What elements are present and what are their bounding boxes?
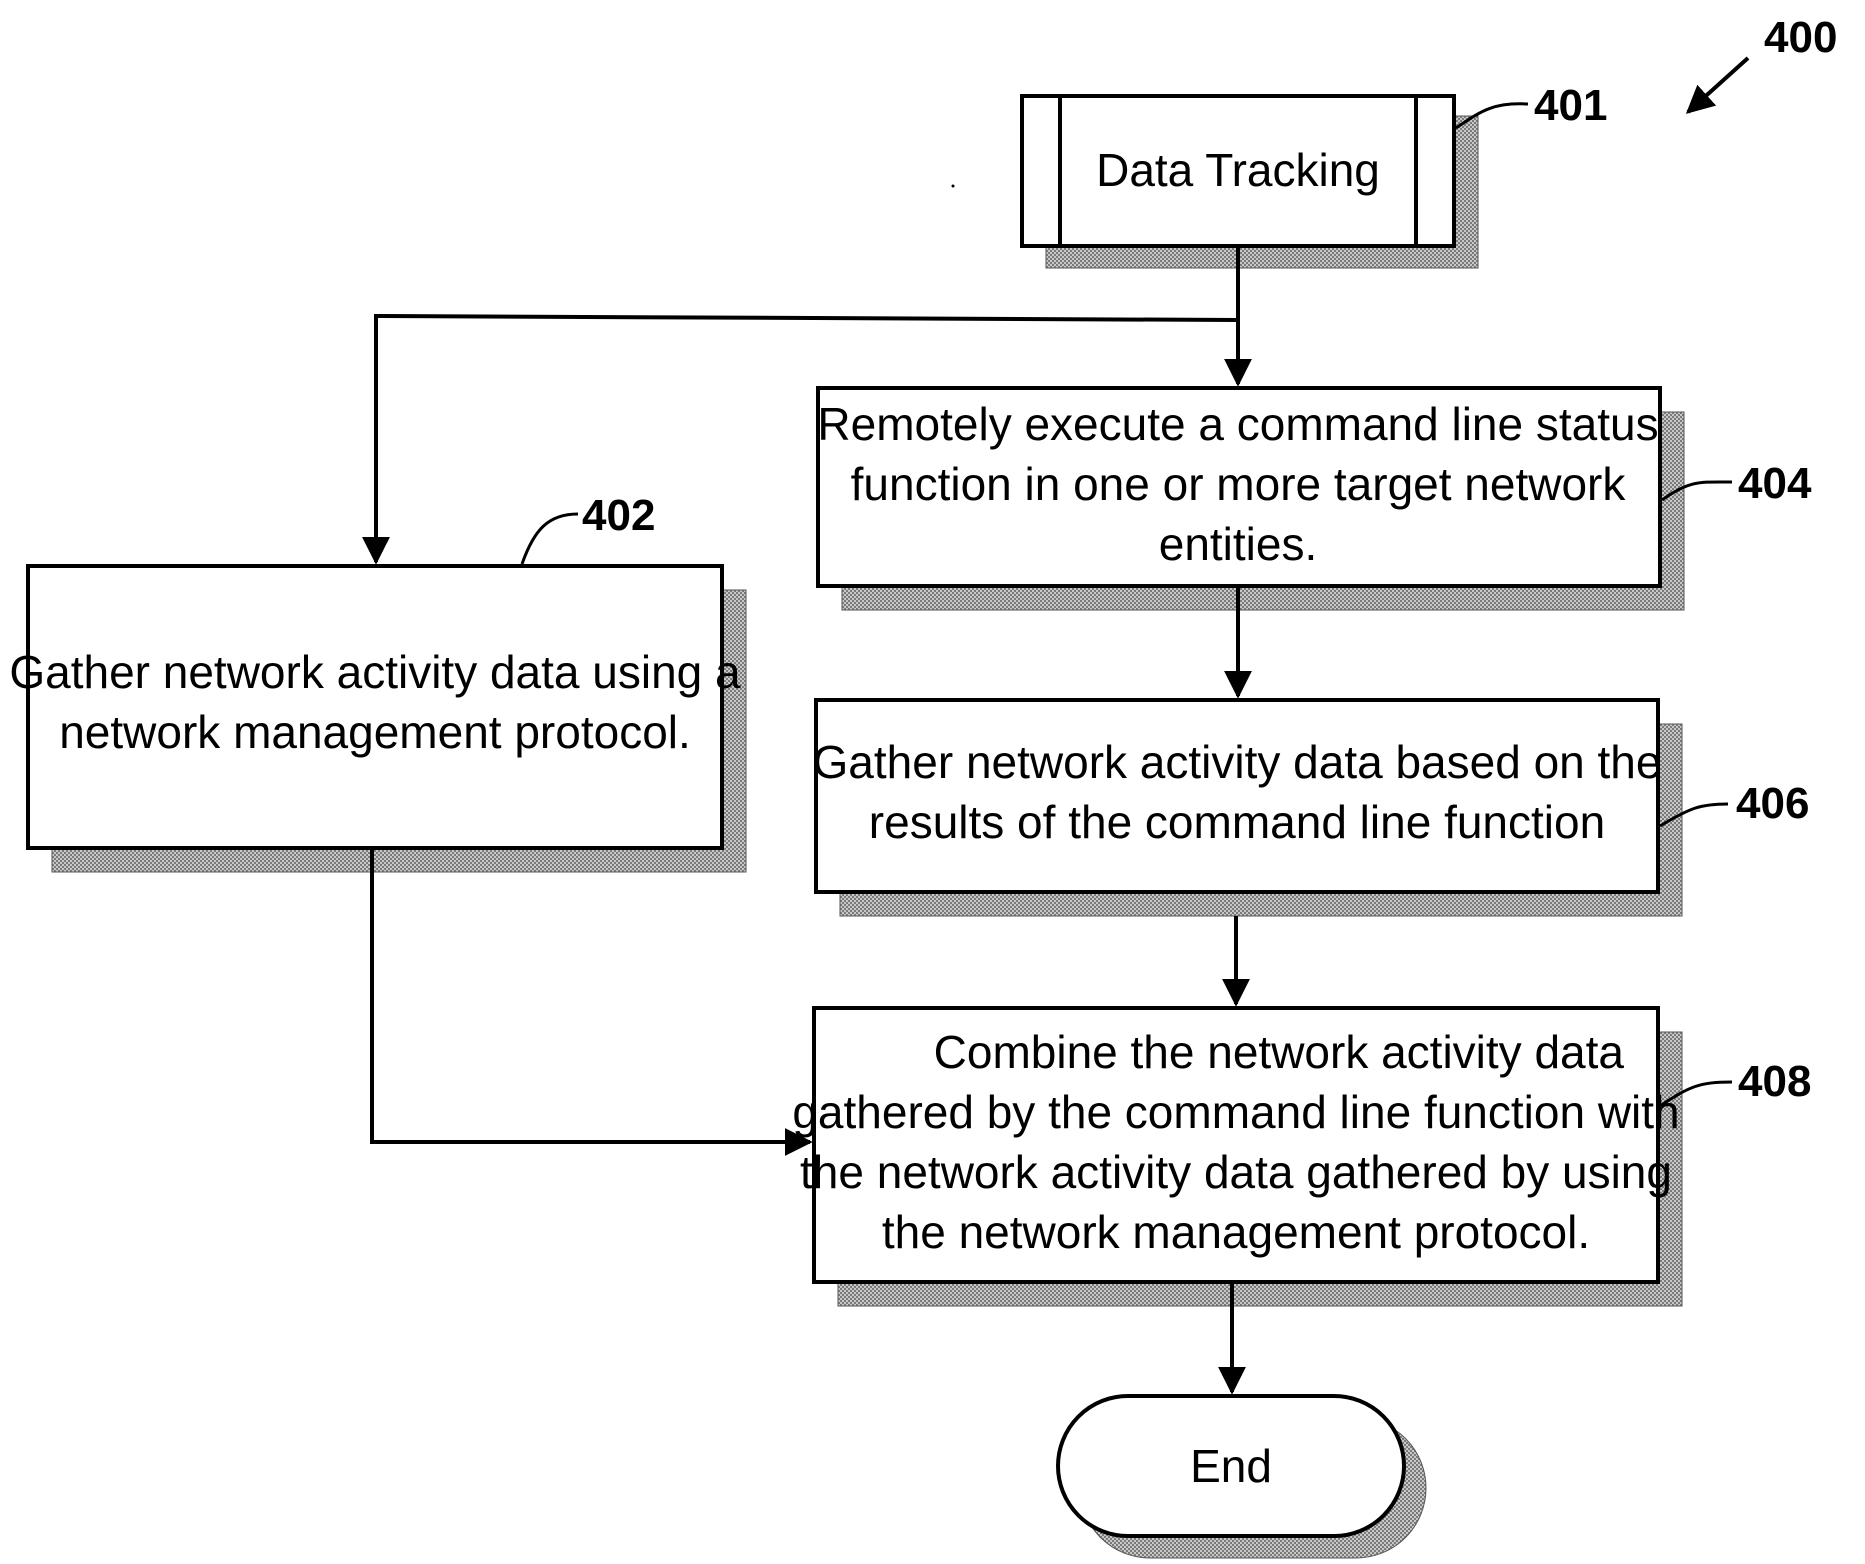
node-label: End [1190, 1440, 1272, 1492]
node-label-line-1: Combine the network activity data [934, 1026, 1625, 1078]
ref-leader-line [522, 514, 578, 564]
node-label-line-1: Gather network activity data using a [9, 646, 741, 698]
figure-reference: 400 [1688, 13, 1837, 112]
node-label-line-2: function in one or more target network [851, 458, 1627, 510]
ref-label: 401 [1534, 81, 1607, 130]
ref-408: 408 [1660, 1057, 1811, 1106]
node-label-line-2: network management protocol. [59, 706, 691, 758]
ref-label: 404 [1738, 459, 1812, 508]
ref-label: 408 [1738, 1057, 1811, 1106]
node-label-line-1: Remotely execute a command line status [817, 398, 1658, 450]
scan-dot [952, 185, 955, 188]
node-label-line-2: gathered by the command line function wi… [792, 1086, 1679, 1138]
ref-label: 406 [1736, 779, 1809, 828]
figure-ref-label: 400 [1764, 13, 1837, 62]
node-gather-nmp: Gather network activity data using a net… [9, 566, 746, 872]
node-label-line-1: Gather network activity data based on th… [813, 736, 1662, 788]
node-data-tracking: Data Tracking [1022, 96, 1478, 268]
node-remote-execute: Remotely execute a command line status f… [817, 388, 1684, 610]
node-label-line-3: the network activity data gathered by us… [800, 1146, 1672, 1198]
node-label-line-4: the network management protocol. [882, 1206, 1590, 1258]
node-label-line-3: entities. [1159, 518, 1318, 570]
node-label: Data Tracking [1096, 144, 1380, 196]
node-label-line-2: results of the command line function [869, 796, 1605, 848]
node-combine: Combine the network activity data gather… [792, 1008, 1682, 1306]
node-end: End [1058, 1396, 1426, 1558]
ref-label: 402 [582, 491, 655, 540]
node-gather-cli: Gather network activity data based on th… [813, 700, 1682, 916]
edge-402-to-408 [372, 848, 810, 1142]
figure-ref-arrow [1688, 58, 1748, 112]
ref-402: 402 [522, 491, 655, 564]
ref-401: 401 [1456, 81, 1607, 130]
